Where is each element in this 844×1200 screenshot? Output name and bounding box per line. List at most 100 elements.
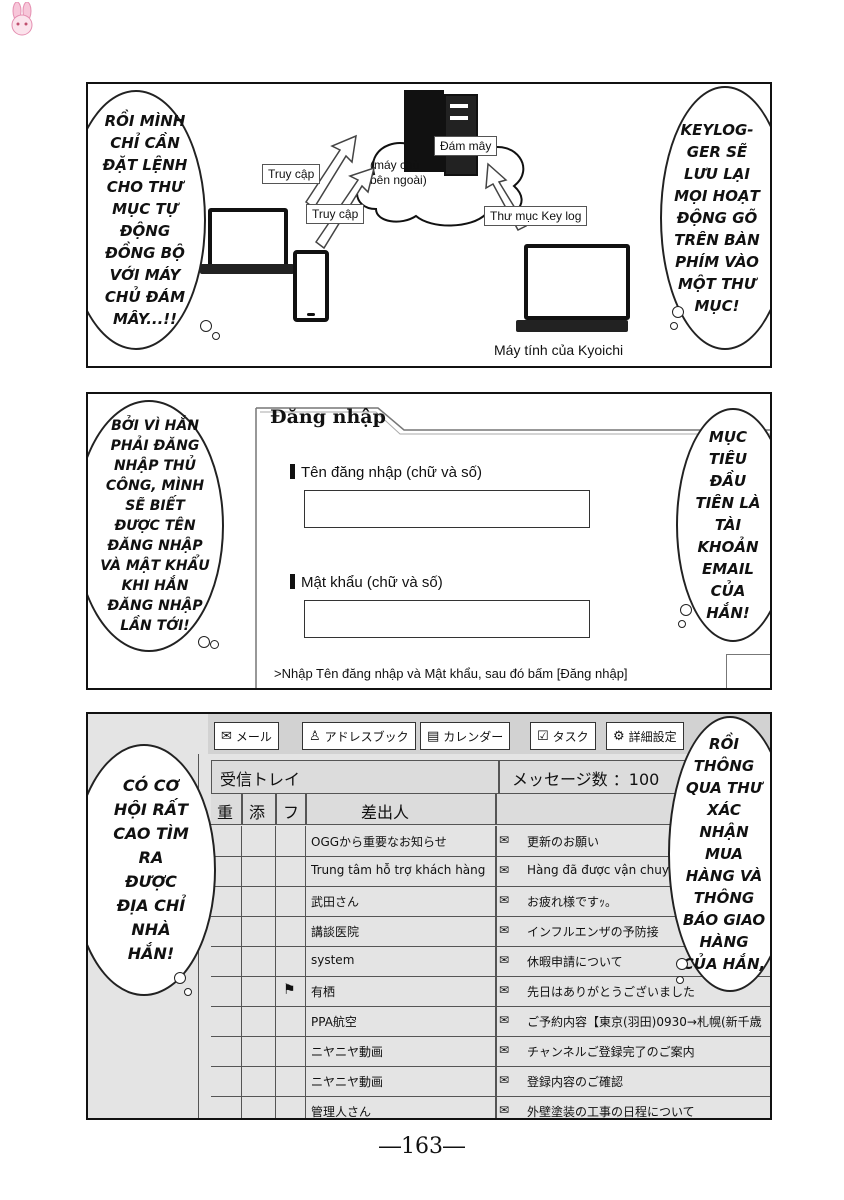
thought-bubble-left: BỞI VÌ HẮN PHẢI ĐĂNG NHẬP THỦ CÔNG, MÌNH… bbox=[88, 400, 224, 652]
thought-dot bbox=[672, 306, 684, 318]
mail-subject: 休暇申請について bbox=[527, 955, 623, 969]
thought-dot bbox=[670, 322, 678, 330]
envelope-icon: ✉ bbox=[499, 953, 510, 967]
label-keylog-folder: Thư mục Key log bbox=[484, 206, 588, 226]
thought-bubble-left: RỒI MÌNH CHỈ CẦN ĐẶT LỆNH CHO THƯ MỤC TỰ… bbox=[88, 90, 206, 350]
mail-sender: OGGから重要なお知らせ bbox=[311, 835, 447, 849]
form-edge bbox=[726, 654, 770, 688]
gear-icon: ⚙ bbox=[613, 728, 625, 744]
thought-dot bbox=[198, 636, 210, 648]
mail-subject: ご予約内容【東京(羽田)0930→札幌(新千歳 bbox=[527, 1015, 762, 1029]
envelope-icon: ✉ bbox=[499, 1103, 510, 1117]
thought-dot bbox=[676, 958, 688, 970]
mail-sender: Trung tâm hỗ trợ khách hàng bbox=[311, 863, 486, 877]
panel-login-form: Đăng nhập Tên đăng nhập (chữ và số) Mật … bbox=[86, 392, 772, 690]
panel-email-inbox: ✉ メール ♙ アドレスブック ▤ カレンダー ☑ タスク ⚙ 詳細設定 受信ト… bbox=[86, 712, 772, 1120]
mail-subject: 登録内容のご確認 bbox=[527, 1075, 624, 1089]
mail-subject: 先日はありがとうございました bbox=[527, 985, 696, 999]
inbox-title: 受信トレイ bbox=[220, 770, 301, 789]
thought-dot bbox=[676, 976, 684, 984]
column-flag[interactable]: フ bbox=[283, 803, 300, 822]
column-attach[interactable]: 添 bbox=[249, 803, 266, 822]
mail-subject: お疲れ様ですｯ。 bbox=[527, 895, 618, 909]
toolbar-settings-button[interactable]: ⚙ 詳細設定 bbox=[606, 722, 684, 750]
thought-dot bbox=[678, 620, 686, 628]
mail-row[interactable]: ニヤニヤ動画 ✉ チャンネルご登録完了のご案内 bbox=[211, 1036, 770, 1067]
label-access-1: Truy cập bbox=[262, 164, 321, 184]
username-field[interactable] bbox=[304, 490, 590, 528]
mail-row[interactable]: ニヤニヤ動画 ✉ 登録内容のご確認 bbox=[211, 1066, 770, 1097]
bubble-text: RỒI MÌNH CHỈ CẦN ĐẶT LỆNH CHO THƯ MỤC TỰ… bbox=[102, 112, 188, 328]
thought-dot bbox=[184, 988, 192, 996]
smartphone-icon bbox=[293, 250, 329, 322]
inbox-list: 受信トレイ メッセージ数 ：100 重 添 フ 差出人 OGGから重要なお知らせ… bbox=[198, 754, 770, 1119]
label-external-server: (máy chủ bên ngoài) bbox=[370, 158, 427, 187]
mail-row[interactable]: OGGから重要なお知らせ ✉ 更新のお願い bbox=[211, 826, 770, 857]
label-kyoichi-pc: Máy tính của Kyoichi bbox=[494, 342, 624, 358]
bunny-logo-icon bbox=[6, 1, 38, 36]
mail-row[interactable]: system ✉ 休暇申請について bbox=[211, 946, 770, 977]
flag-icon[interactable]: ⚑ bbox=[283, 982, 296, 998]
mail-sender: 講談医院 bbox=[311, 925, 360, 939]
mail-sender: 管理人さん bbox=[311, 1105, 372, 1119]
thought-dot bbox=[200, 320, 212, 332]
mail-row[interactable]: PPA航空 ✉ ご予約内容【東京(羽田)0930→札幌(新千歳 bbox=[211, 1006, 770, 1037]
bubble-text: BỞI VÌ HẮN PHẢI ĐĂNG NHẬP THỦ CÔNG, MÌNH… bbox=[100, 418, 210, 634]
toolbar-task-button[interactable]: ☑ タスク bbox=[530, 722, 596, 750]
mail-row[interactable]: 講談医院✉インフルエンザの予防接 bbox=[211, 916, 770, 947]
login-instruction: >Nhập Tên đăng nhập và Mật khẩu, sau đó … bbox=[274, 666, 628, 681]
calendar-icon: ▤ bbox=[427, 728, 440, 744]
person-icon: ♙ bbox=[309, 728, 321, 744]
mail-row[interactable]: 有栖 ✉ 先日はありがとうございました ⚑ bbox=[211, 976, 770, 1007]
bubble-text: RỒI THÔNG QUA THƯ XÁC NHẬN MUA HÀNG VÀ T… bbox=[682, 735, 766, 973]
panel-cloud-diagram: Đám mây (máy chủ bên ngoài) Truy cập Tru… bbox=[86, 82, 772, 368]
password-label: Mật khẩu (chữ và số) bbox=[290, 574, 443, 591]
envelope-icon: ✉ bbox=[221, 728, 232, 744]
toolbar-mail-button[interactable]: ✉ メール bbox=[214, 722, 279, 750]
envelope-icon: ✉ bbox=[499, 1073, 510, 1087]
mail-row[interactable]: Trung tâm hỗ trợ khách hàng✉Hàng đã được… bbox=[211, 856, 770, 887]
page-number: ―163― bbox=[379, 1134, 465, 1159]
thought-bubble-right: RỒI THÔNG QUA THƯ XÁC NHẬN MUA HÀNG VÀ T… bbox=[668, 716, 770, 992]
envelope-icon: ✉ bbox=[499, 833, 510, 847]
mail-row[interactable]: 武田さん ✉ お疲れ様ですｯ。 bbox=[211, 886, 770, 917]
mail-toolbar: ✉ メール ♙ アドレスブック ▤ カレンダー ☑ タスク ⚙ 詳細設定 bbox=[208, 714, 770, 754]
mail-subject: 外壁塗装の工事の日程について bbox=[527, 1105, 695, 1119]
username-label: Tên đăng nhập (chữ và số) bbox=[290, 464, 482, 481]
envelope-icon: ✉ bbox=[499, 1013, 510, 1027]
mail-subject: チャンネルご登録完了のご案内 bbox=[527, 1045, 695, 1059]
envelope-icon: ✉ bbox=[499, 893, 510, 907]
label-access-2: Truy cập bbox=[306, 204, 365, 224]
mail-sender: 武田さん bbox=[311, 895, 360, 909]
column-important[interactable]: 重 bbox=[217, 803, 234, 822]
bubble-text: MỤC TIÊU ĐẦU TIÊN LÀ TÀI KHOẢN EMAIL CỦA… bbox=[695, 428, 761, 622]
toolbar-addressbook-button[interactable]: ♙ アドレスブック bbox=[302, 722, 416, 750]
mail-subject: Hàng đã được vận chuy bbox=[527, 863, 669, 877]
mail-sender: system bbox=[311, 953, 355, 967]
password-field[interactable] bbox=[304, 600, 590, 638]
checkbox-icon: ☑ bbox=[537, 728, 549, 744]
thought-dot bbox=[680, 604, 692, 616]
mail-subject: 更新のお願い bbox=[527, 835, 600, 849]
inbox-header: 受信トレイ メッセージ数 ：100 bbox=[211, 760, 770, 794]
thought-dot bbox=[174, 972, 186, 984]
message-count: メッセージ数 ：100 bbox=[512, 770, 660, 789]
envelope-icon: ✉ bbox=[499, 983, 510, 997]
mail-sender: 有栖 bbox=[311, 985, 336, 999]
form-frame bbox=[255, 407, 770, 688]
column-sender[interactable]: 差出人 bbox=[361, 803, 410, 822]
mail-sender: ニヤニヤ動画 bbox=[311, 1045, 384, 1059]
thought-dot bbox=[212, 332, 220, 340]
mail-sender: PPA航空 bbox=[311, 1015, 357, 1029]
label-cloud: Đám mây bbox=[434, 136, 498, 156]
bubble-text: KEYLOG- GER SẼ LƯU LẠI MỌI HOẠT ĐỘNG GÕ … bbox=[674, 121, 760, 315]
mail-sender: ニヤニヤ動画 bbox=[311, 1075, 384, 1089]
mail-row[interactable]: 管理人さん ✉ 外壁塗装の工事の日程について bbox=[211, 1096, 770, 1119]
server-tower-icon bbox=[404, 90, 478, 180]
login-title: Đăng nhập bbox=[270, 406, 386, 428]
toolbar-calendar-button[interactable]: ▤ カレンダー bbox=[420, 722, 511, 750]
bubble-text: CÓ CƠ HỘI RẤT CAO TÌM RA ĐƯỢC ĐỊA CHỈ NH… bbox=[113, 776, 189, 963]
envelope-icon: ✉ bbox=[499, 1043, 510, 1057]
thought-bubble-right: MỤC TIÊU ĐẦU TIÊN LÀ TÀI KHOẢN EMAIL CỦA… bbox=[676, 408, 770, 642]
thought-bubble-left: CÓ CƠ HỘI RẤT CAO TÌM RA ĐƯỢC ĐỊA CHỈ NH… bbox=[88, 744, 216, 996]
